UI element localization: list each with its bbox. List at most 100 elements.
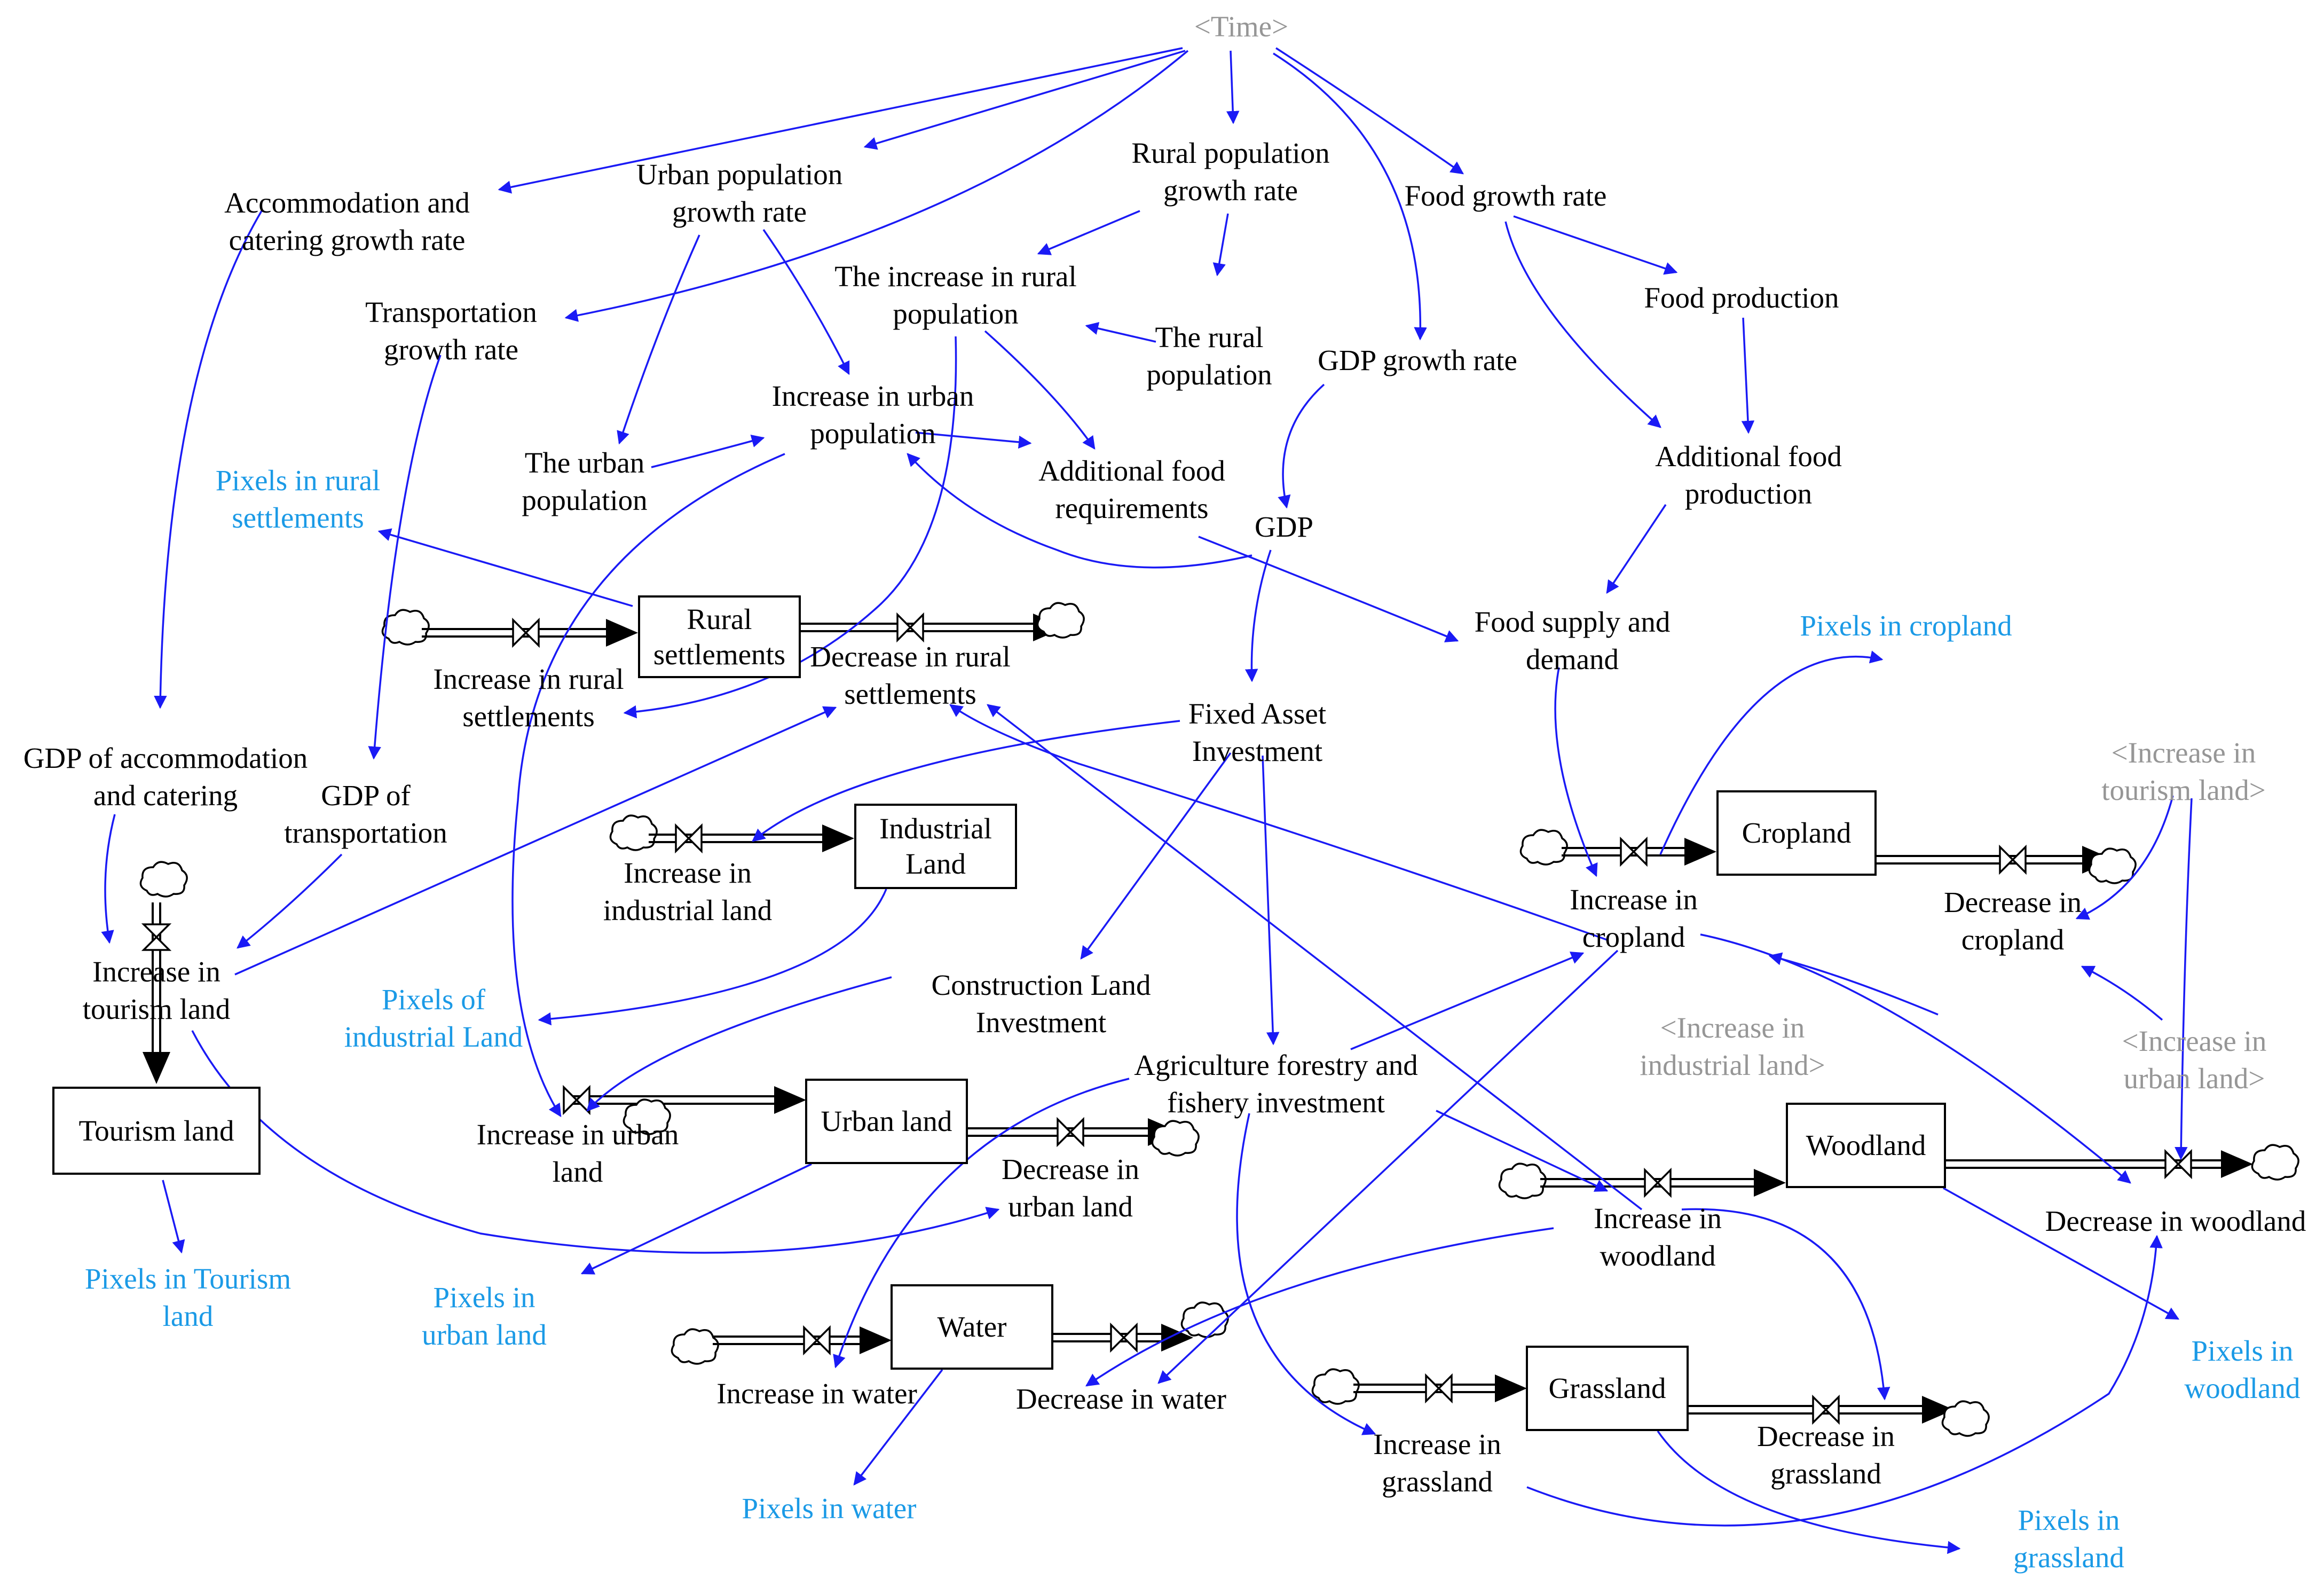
shadow-increase-industrial-land[interactable]: <Increase in industrial land> — [1640, 1011, 1825, 1081]
link-time-food-growth — [1275, 47, 1464, 175]
valve-increase-industrial — [675, 823, 703, 854]
var-food-production[interactable]: Food production — [1644, 281, 1839, 314]
flow-increase-woodland[interactable]: Increase in woodland — [1594, 1202, 1722, 1272]
stock-urban-land[interactable]: Urban land — [805, 1079, 968, 1164]
var-accommodation-growth-rate[interactable]: Accommodation and catering growth rate — [224, 186, 470, 256]
link-urban-growth-increase-urban-pop — [762, 229, 850, 375]
var-increase-urban-population[interactable]: Increase in urban population — [771, 380, 974, 450]
link-time-accommodation — [498, 47, 1183, 194]
stock-water[interactable]: Water — [891, 1284, 1053, 1370]
cloud-water-in — [671, 1328, 719, 1365]
cloud-industrial-in — [609, 814, 658, 851]
cloud-woodland-in — [1498, 1162, 1547, 1199]
var-gdp-transportation[interactable]: GDP of transportation — [284, 779, 447, 849]
flow-increase-water[interactable]: Increase in water — [716, 1377, 917, 1410]
link-gdp-growth-gdp — [1278, 383, 1325, 509]
stock-tourism-land[interactable]: Tourism land — [52, 1087, 261, 1175]
stock-cropland[interactable]: Cropland — [1716, 790, 1877, 876]
var-gdp-accommodation[interactable]: GDP of accommodation and catering — [23, 742, 308, 812]
link-food-req-supply — [1198, 536, 1459, 642]
link-agriculture-grassland — [1236, 1113, 1376, 1435]
flow-pipes — [139, 602, 2299, 1437]
link-accommodation-gdp-accommodation — [154, 210, 263, 709]
valve-decrease-woodland — [2164, 1149, 2192, 1180]
flow-increase-grassland[interactable]: Increase in grassland — [1373, 1428, 1501, 1498]
pipe-increase-water — [713, 1326, 892, 1354]
var-rural-population-growth-rate[interactable]: Rural population growth rate — [1131, 137, 1330, 207]
link-increase-cropland-decrease-water — [1157, 949, 1619, 1384]
pixels-grassland[interactable]: Pixels in grassland — [2013, 1504, 2124, 1574]
stock-industrial-land[interactable]: Industrial Land — [854, 804, 1017, 889]
pixels-rural-settlements[interactable]: Pixels in rural settlements — [215, 464, 381, 534]
stock-woodland[interactable]: Woodland — [1786, 1103, 1946, 1188]
pixels-tourism-land[interactable]: Pixels in Tourism land — [84, 1262, 292, 1332]
flow-increase-tourism-land[interactable]: Increase in tourism land — [82, 955, 231, 1025]
link-increase-urban-pop-urban-land — [511, 453, 785, 1118]
pixels-industrial-land[interactable]: Pixels of industrial Land — [344, 983, 523, 1053]
link-urban-shadow-decrease-cropland — [2081, 965, 2163, 1021]
var-construction-land-investment[interactable]: Construction Land Investment — [931, 969, 1151, 1039]
link-tourism-land-pixels — [162, 1180, 185, 1254]
flow-increase-industrial-land[interactable]: Increase in industrial land — [603, 857, 773, 926]
var-fixed-asset-investment[interactable]: Fixed Asset Investment — [1188, 697, 1327, 767]
valve-increase-rural — [512, 617, 540, 648]
var-additional-food-production[interactable]: Additional food production — [1655, 440, 1842, 510]
link-time-transportation — [564, 50, 1189, 322]
link-industrial-shadow-decrease-cropland — [1768, 952, 1939, 1016]
link-construction-urban-land — [586, 976, 892, 1112]
var-urban-population-growth-rate[interactable]: Urban population growth rate — [636, 158, 843, 228]
flow-increase-rural-settlements[interactable]: Increase in rural settlements — [433, 663, 624, 733]
var-additional-food-requirements[interactable]: Additional food requirements — [1038, 454, 1225, 524]
shadow-increase-tourism-land[interactable]: <Increase in tourism land> — [2101, 736, 2266, 806]
pixels-cropland[interactable]: Pixels in cropland — [1800, 609, 2012, 642]
flow-decrease-grassland[interactable]: Decrease in grassland — [1756, 1420, 1895, 1490]
var-food-growth-rate[interactable]: Food growth rate — [1404, 179, 1607, 212]
link-tourism-shadow-decrease-cropland — [2075, 795, 2174, 920]
cloud-cropland-in — [1519, 829, 1568, 866]
link-fixed-asset-agriculture — [1262, 755, 1280, 1046]
flow-increase-urban-land[interactable]: Increase in urban land — [476, 1118, 679, 1188]
valve-decrease-urban — [1057, 1117, 1084, 1148]
var-rural-population[interactable]: The rural population — [1146, 321, 1272, 391]
flow-decrease-water[interactable]: Decrease in water — [1016, 1382, 1226, 1415]
link-increase-woodland-decrease-water — [1085, 1227, 1554, 1387]
shadow-increase-urban-land[interactable]: <Increase in urban land> — [2122, 1025, 2267, 1095]
cloud-rural-out — [1036, 602, 1085, 639]
causal-links — [101, 47, 2193, 1554]
link-time-gdp-growth — [1273, 52, 1427, 341]
pixels-urban-land[interactable]: Pixels in urban land — [422, 1281, 547, 1351]
var-food-supply-demand[interactable]: Food supply and demand — [1474, 606, 1671, 675]
link-rural-pop-increase-rural-pop — [1085, 322, 1156, 343]
var-transportation-growth-rate[interactable]: Transportation growth rate — [365, 296, 537, 366]
pixels-water[interactable]: Pixels in water — [742, 1492, 917, 1525]
stock-grassland[interactable]: Grassland — [1526, 1346, 1689, 1431]
link-water-pixels — [853, 1369, 943, 1486]
var-agriculture-investment[interactable]: Agriculture forestry and fishery investm… — [1134, 1049, 1418, 1119]
valve-increase-water — [803, 1325, 831, 1356]
shadow-time[interactable]: <Time> — [1194, 10, 1289, 43]
valve-increase-woodland — [1644, 1167, 1672, 1198]
link-food-growth-food-production — [1513, 215, 1678, 275]
valve-decrease-rural — [896, 612, 924, 643]
link-time-rural-growth — [1226, 50, 1240, 124]
link-rural-growth-increase-rural-pop — [1037, 210, 1140, 255]
link-fixed-asset-construction — [1080, 752, 1232, 960]
flow-decrease-rural-settlements[interactable]: Decrease in rural settlements — [810, 640, 1011, 710]
link-rural-growth-rural-pop — [1212, 213, 1229, 277]
var-gdp-growth-rate[interactable]: GDP growth rate — [1318, 344, 1517, 376]
pipe-increase-urban — [566, 1086, 806, 1114]
flow-decrease-urban-land[interactable]: Decrease in urban land — [1001, 1153, 1140, 1223]
var-gdp[interactable]: GDP — [1254, 510, 1314, 543]
valve-increase-cropland — [1620, 836, 1648, 867]
var-increase-rural-population[interactable]: The increase in rural population — [834, 260, 1077, 330]
flow-decrease-woodland[interactable]: Decrease in woodland — [2045, 1205, 2306, 1237]
flow-decrease-cropland[interactable]: Decrease in cropland — [1943, 886, 2082, 956]
link-increase-rural-pop-rural-settlements — [623, 336, 957, 719]
valve-decrease-water — [1110, 1322, 1138, 1353]
stock-rural-settlements[interactable]: Rural settlements — [638, 595, 801, 678]
flow-increase-cropland[interactable]: Increase in cropland — [1570, 883, 1698, 953]
pixels-woodland[interactable]: Pixels in woodland — [2184, 1334, 2301, 1404]
link-increase-grassland-decrease-woodland — [1526, 1235, 2163, 1527]
var-urban-population[interactable]: The urban population — [522, 446, 648, 516]
